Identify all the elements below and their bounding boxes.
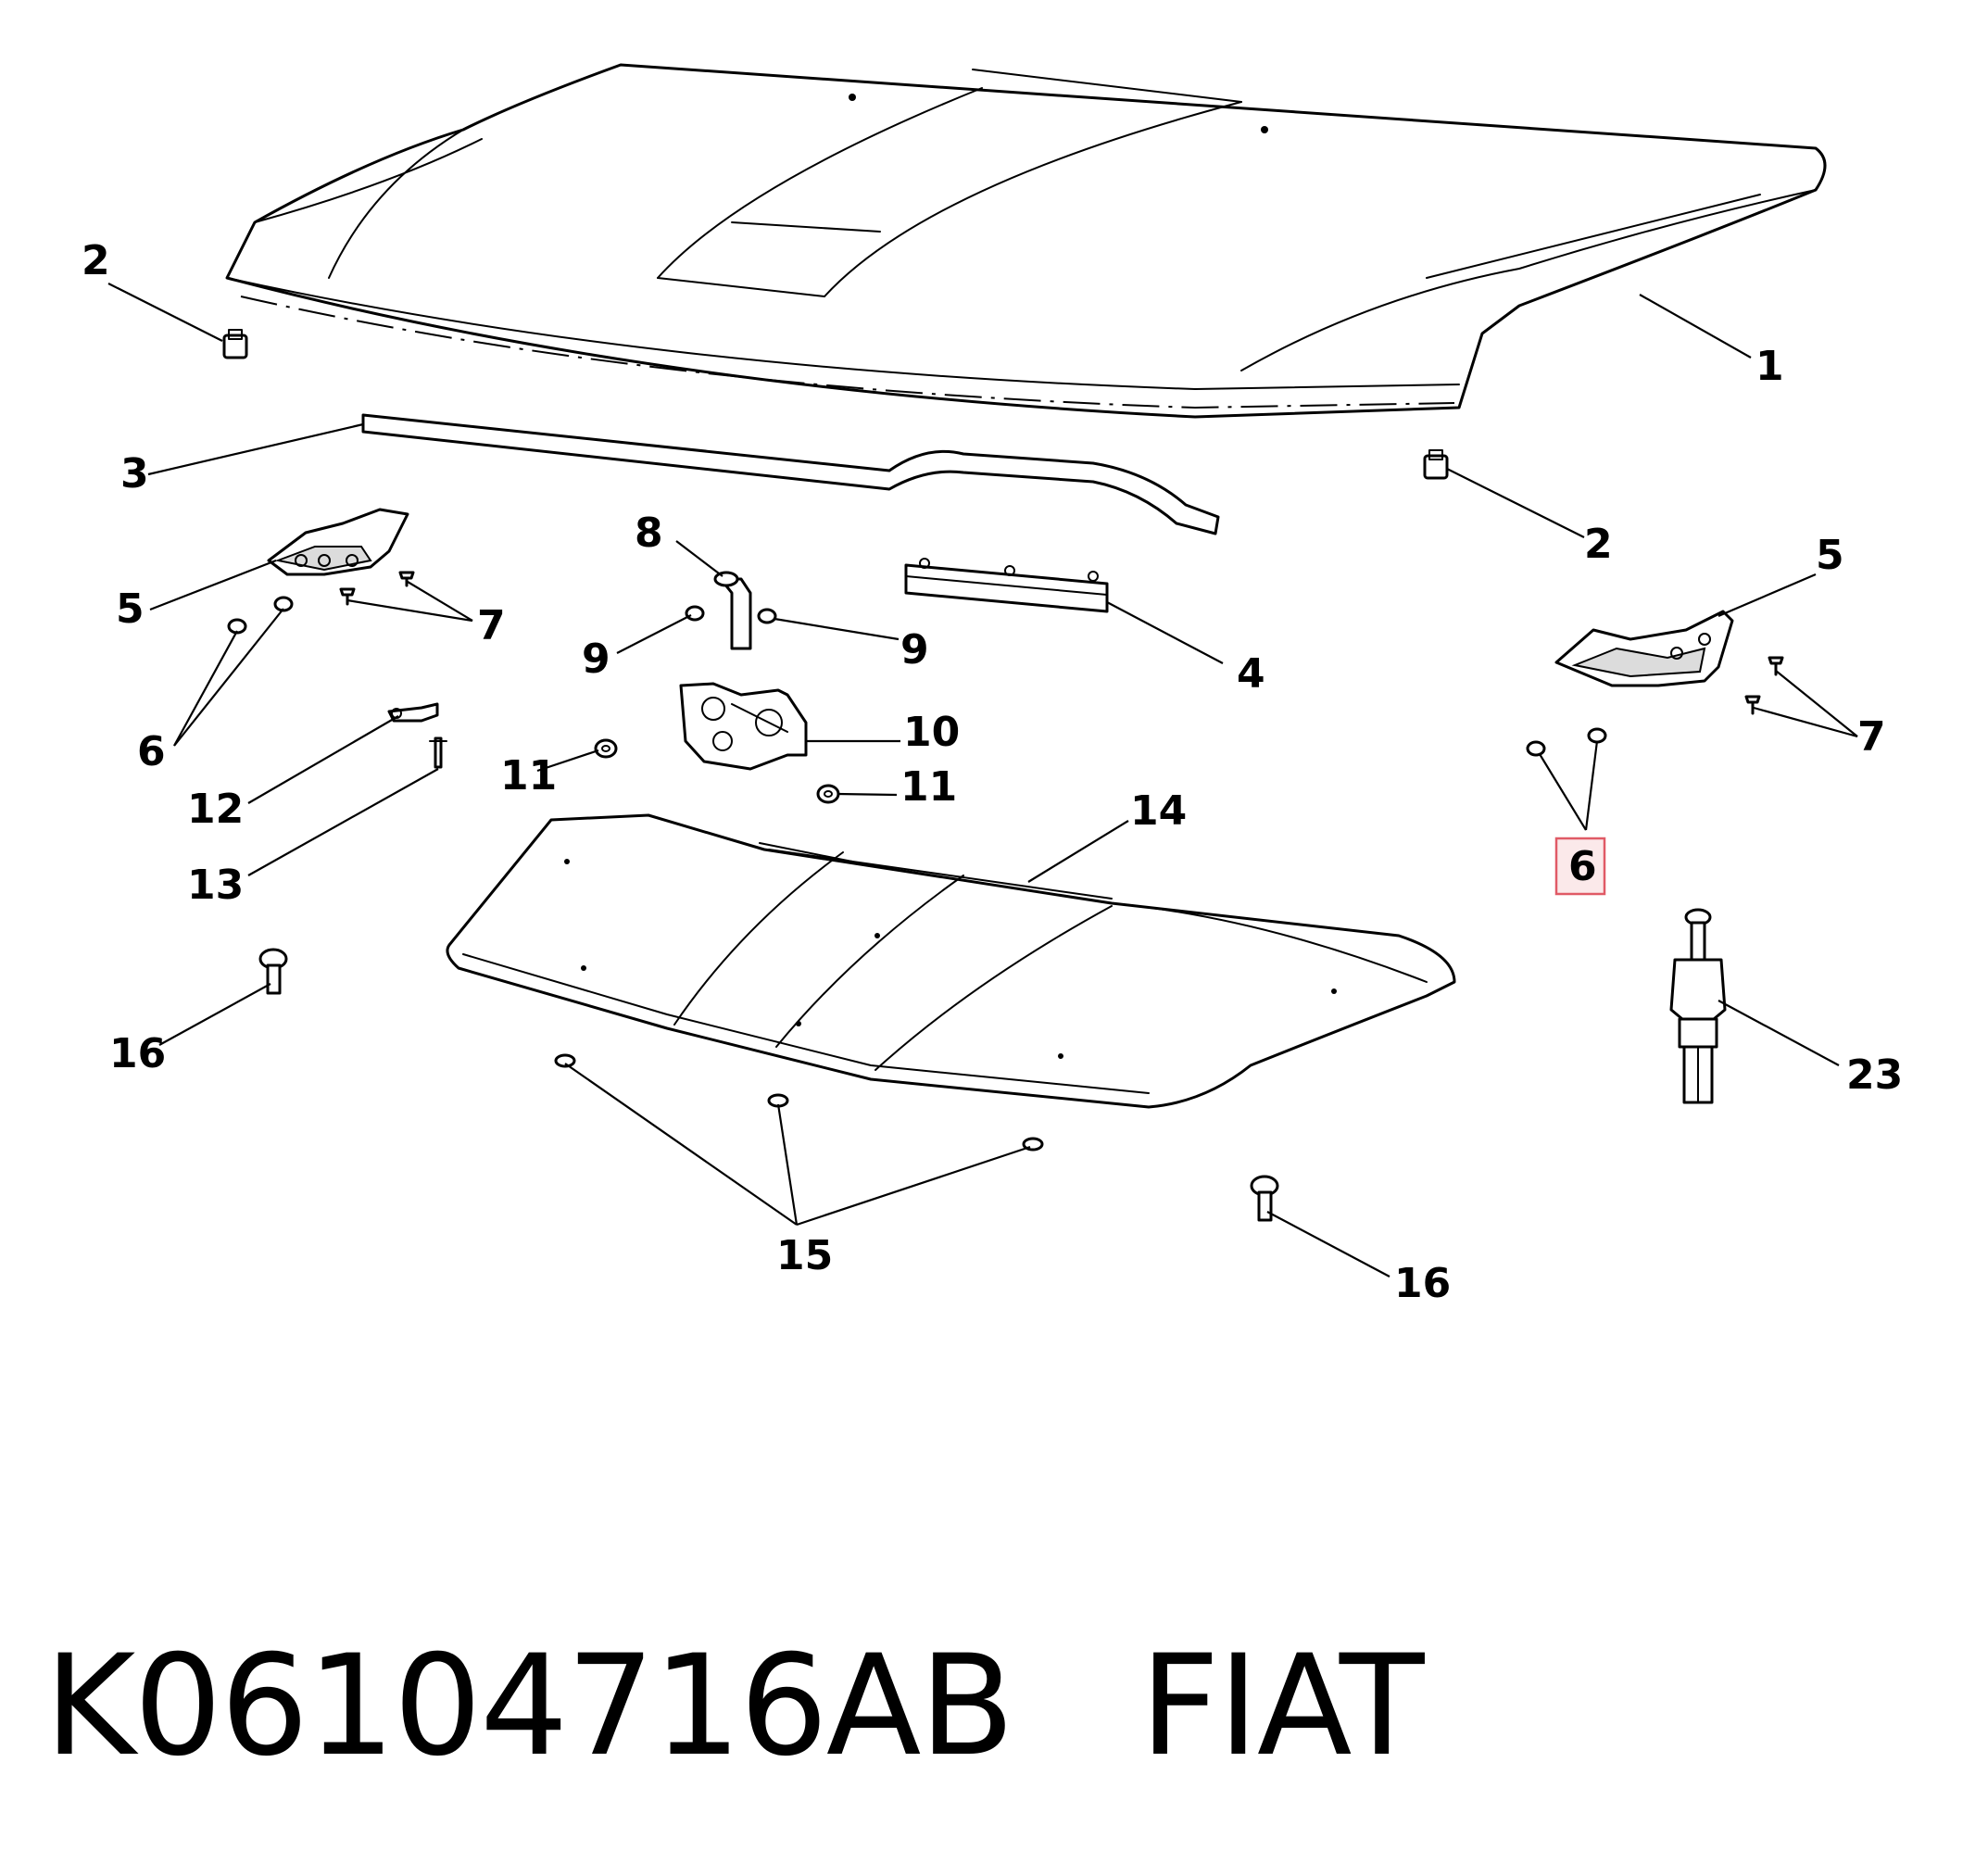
hood-seal [361,413,1220,535]
latch-nut-right [816,784,840,804]
callout-1: 1 [1755,343,1784,390]
leader-lines [107,283,1858,1278]
retainer-pin [429,736,447,769]
callout-labels: 1 2 2 3 4 5 5 6 6 7 7 8 9 9 10 11 11 12 … [82,237,1903,1307]
hinge-bolts-left [339,571,415,606]
callout-2: 2 [1584,521,1613,568]
callout-11: 11 [900,763,957,811]
callout-16: 16 [1394,1260,1451,1307]
highlight-box [1554,837,1606,896]
hood-prop-strut [1669,908,1727,1104]
callout-9: 9 [900,626,929,673]
hinge-bolts-right [1744,656,1784,715]
callout-5: 5 [116,585,145,633]
callout-23: 23 [1846,1051,1903,1099]
callout-12: 12 [187,786,244,833]
callout-8: 8 [635,510,663,557]
callout-6-highlighted: 6 [1568,843,1597,890]
striker-nut-right [757,608,777,624]
brand-name: FIAT [1139,1626,1424,1787]
screw-left [258,948,288,995]
screw-right [1250,1175,1279,1222]
hinge-left [267,508,409,576]
hinge-right [1554,610,1734,687]
callout-10: 10 [903,709,960,756]
part-number: K06104716AB [44,1626,1014,1787]
callout-4: 4 [1237,650,1265,698]
callout-7: 7 [477,602,506,649]
callout-9: 9 [582,636,610,683]
callout-11: 11 [500,752,557,799]
callout-15: 15 [776,1232,833,1279]
callout-2: 2 [82,237,110,284]
callout-13: 13 [187,862,244,909]
hinge-nuts-right [1526,727,1607,757]
striker-nut-left [685,605,705,622]
hood-striker [713,571,752,650]
hinge-nuts-left [227,596,294,635]
hood-latch [679,682,808,771]
part-caption: K06104716AB FIAT [44,1626,1425,1787]
callout-14: 14 [1130,787,1187,835]
callout-16: 16 [109,1030,166,1077]
hood-insulator [446,813,1456,1109]
prop-rod-clip [387,702,439,723]
bumper-right [1423,449,1449,480]
latch-nut-left [594,738,618,759]
callout-7: 7 [1857,713,1886,761]
reinforcement-bar [904,558,1109,613]
bumper-left [222,329,248,359]
callout-6: 6 [137,728,166,775]
callout-5: 5 [1816,532,1844,579]
hood-panel [225,63,1827,419]
callout-3: 3 [120,450,149,497]
